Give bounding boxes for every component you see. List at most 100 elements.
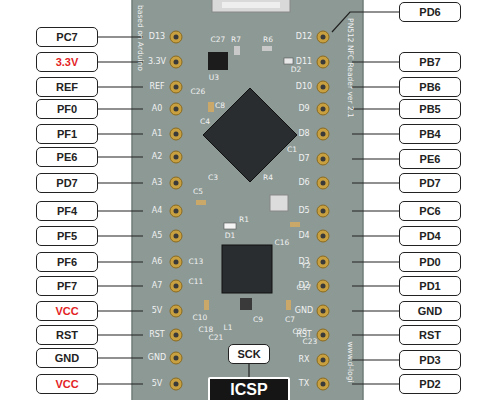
pin-name: SCK [237, 348, 260, 360]
pin-name: PD1 [419, 280, 440, 292]
pin-silkscreen: 3.3V [148, 58, 166, 66]
pin-silkscreen: D13 [149, 33, 165, 41]
pin-name: PD4 [419, 230, 440, 242]
usb-opening [222, 2, 280, 8]
pin-silkscreen: A7 [152, 282, 163, 290]
part-name: C8 [215, 102, 225, 110]
regulator-chip [208, 52, 228, 70]
pin-label-box: PF0 [36, 99, 98, 119]
pin-name: 3.3V [56, 56, 79, 68]
part-name: Y2 [301, 262, 310, 270]
header-box: ICSP [208, 377, 290, 400]
pin-name: PD2 [419, 378, 440, 390]
smd-capacitor [196, 200, 206, 205]
part-name: C4 [200, 118, 210, 126]
pin-label-box: PC7 [36, 27, 98, 47]
pin-label-box: PD6 [399, 2, 461, 22]
part-name: C25 [293, 328, 308, 336]
pcb-board [132, 0, 363, 400]
pin-silkscreen: A6 [152, 258, 163, 266]
pin-silkscreen: TX [299, 380, 309, 388]
pin-name: PC7 [56, 31, 77, 43]
pin-name: RST [419, 329, 441, 341]
pin-label-box: PE6 [399, 149, 461, 169]
pin-name: PF0 [57, 103, 77, 115]
pin-silkscreen: A0 [152, 105, 163, 113]
pin-holes [174, 35, 326, 387]
pin-name: PD7 [56, 177, 77, 189]
pin-label-box: GND [36, 348, 98, 368]
pin-label-box: PF1 [36, 124, 98, 144]
pin-silkscreen: D4 [298, 232, 309, 240]
part-name: L1 [224, 324, 233, 332]
pin-label-box: PD7 [399, 173, 461, 193]
pin-silkscreen: D7 [298, 155, 309, 163]
pin-label-box: GND [399, 301, 461, 321]
part-name: C3 [208, 174, 218, 182]
part-name: R7 [231, 36, 241, 44]
pin-label-box: PD3 [399, 350, 461, 370]
pin-silkscreen: RX [298, 356, 309, 364]
pin-name: RST [56, 329, 78, 341]
part-name: U3 [209, 74, 219, 82]
pin-label-box: REF [36, 77, 98, 97]
part-name: R4 [263, 174, 273, 182]
pin-label-box: PB4 [399, 124, 461, 144]
board-note: PN512 NFC Reader ver 2.1 [346, 18, 354, 118]
pin-silkscreen: D5 [298, 207, 309, 215]
pin-name: VCC [55, 305, 78, 317]
pin-label-box: PD2 [399, 374, 461, 394]
pin-silkscreen: GND [295, 307, 313, 315]
pin-name: PF5 [57, 230, 77, 242]
part-name: D2 [291, 66, 302, 74]
pin-name: PB6 [419, 81, 440, 93]
pin-label-box: PD4 [399, 226, 461, 246]
smd-capacitor [208, 102, 214, 112]
part-name: C11 [189, 278, 204, 286]
pin-silkscreen: A1 [152, 130, 163, 138]
nfc-chip [222, 245, 272, 293]
pin-label-box: PB6 [399, 77, 461, 97]
pin-name: PB4 [419, 128, 440, 140]
pin-label-box: PF4 [36, 201, 98, 221]
pin-label-box: PF6 [36, 252, 98, 272]
pin-label-box: RST [36, 325, 98, 345]
smd-resistor [234, 46, 240, 55]
pin-name: PF1 [57, 128, 77, 140]
usb-connector [212, 0, 290, 12]
part-name: C13 [189, 258, 204, 266]
part-name: C23 [303, 338, 318, 346]
pin-name: PF4 [57, 205, 77, 217]
smd-capacitor [286, 300, 291, 310]
part-name: C9 [253, 316, 263, 324]
mcu-chip [203, 88, 297, 182]
pin-label-box: RST [399, 325, 461, 345]
pin-silkscreen: RST [149, 331, 165, 339]
pin-name: REF [56, 81, 78, 93]
pin-silkscreen: D9 [298, 105, 309, 113]
pin-silkscreen: 5V [152, 380, 163, 388]
pin-label-box: SCK [228, 344, 270, 364]
pin-silkscreen: A2 [152, 153, 163, 161]
pin-silkscreen: A3 [152, 179, 163, 187]
led-symbol [224, 223, 236, 229]
pin-label-box: PE6 [36, 147, 98, 167]
part-name: C16 [275, 239, 290, 247]
pin-name: PE6 [57, 151, 78, 163]
pin-label-box: PC6 [399, 201, 461, 221]
part-name: C5 [193, 188, 203, 196]
pin-silkscreen: D12 [296, 33, 312, 41]
pin-silkscreen: A4 [152, 207, 163, 215]
pin-name: PF6 [57, 256, 77, 268]
smd-capacitor [290, 222, 300, 227]
part-name: C18 [199, 326, 214, 334]
pin-label-box: PF7 [36, 276, 98, 296]
pin-silkscreen: D10 [296, 83, 312, 91]
pin-label-box: PD0 [399, 252, 461, 272]
pin-name: PD6 [419, 6, 440, 18]
board-note: www.d-logi [346, 341, 354, 382]
pin-name: PE6 [420, 153, 441, 165]
pin-label-box: PD1 [399, 276, 461, 296]
pin-name: PF7 [57, 280, 77, 292]
